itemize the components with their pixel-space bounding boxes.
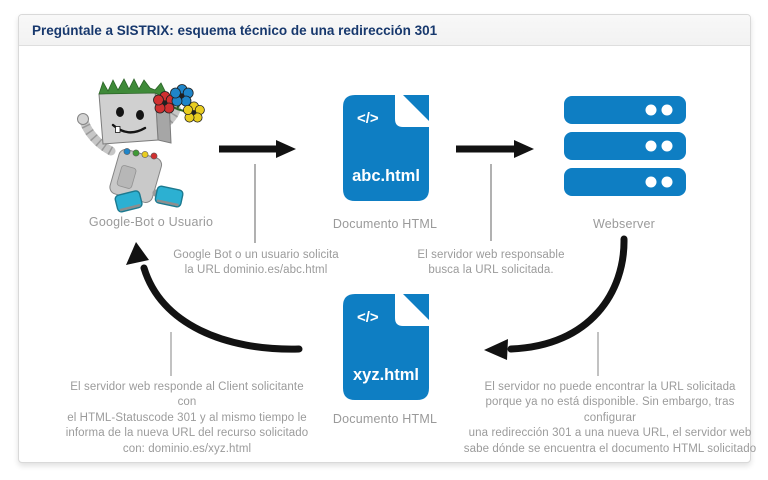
page-title: Pregúntale a SISTRIX: esquema técnico de…	[19, 15, 750, 46]
webserver-label: Webserver	[592, 217, 655, 231]
html-document-xyz-icon: </> xyz.html	[343, 294, 429, 400]
annotation-response-301: El servidor web responde al Client solic…	[65, 381, 309, 455]
arrow-right-icon	[219, 140, 296, 158]
googlebot-mascot-icon	[77, 78, 205, 213]
document-abc-label: Documento HTML	[332, 217, 438, 231]
webserver-icon	[564, 96, 686, 196]
code-glyph: </>	[357, 110, 379, 127]
document-xyz-label: Documento HTML	[332, 412, 438, 426]
diagram-card: Pregúntale a SISTRIX: esquema técnico de…	[18, 14, 756, 463]
googlebot-label: Google-Bot o Usuario	[88, 215, 214, 229]
arrow-right-icon	[456, 140, 534, 158]
flowers-icon	[153, 84, 205, 123]
annotation-lookup: El servidor web responsable busca la URL…	[417, 249, 565, 277]
code-glyph: </>	[357, 309, 379, 326]
annotation-not-found-redirect: El servidor no puede encontrar la URL so…	[463, 381, 757, 455]
document-filename: xyz.html	[353, 366, 419, 384]
annotation-request: Google Bot o un usuario solicita la URL …	[173, 249, 339, 277]
document-filename: abc.html	[352, 167, 420, 185]
html-document-abc-icon: </> abc.html	[343, 95, 429, 201]
